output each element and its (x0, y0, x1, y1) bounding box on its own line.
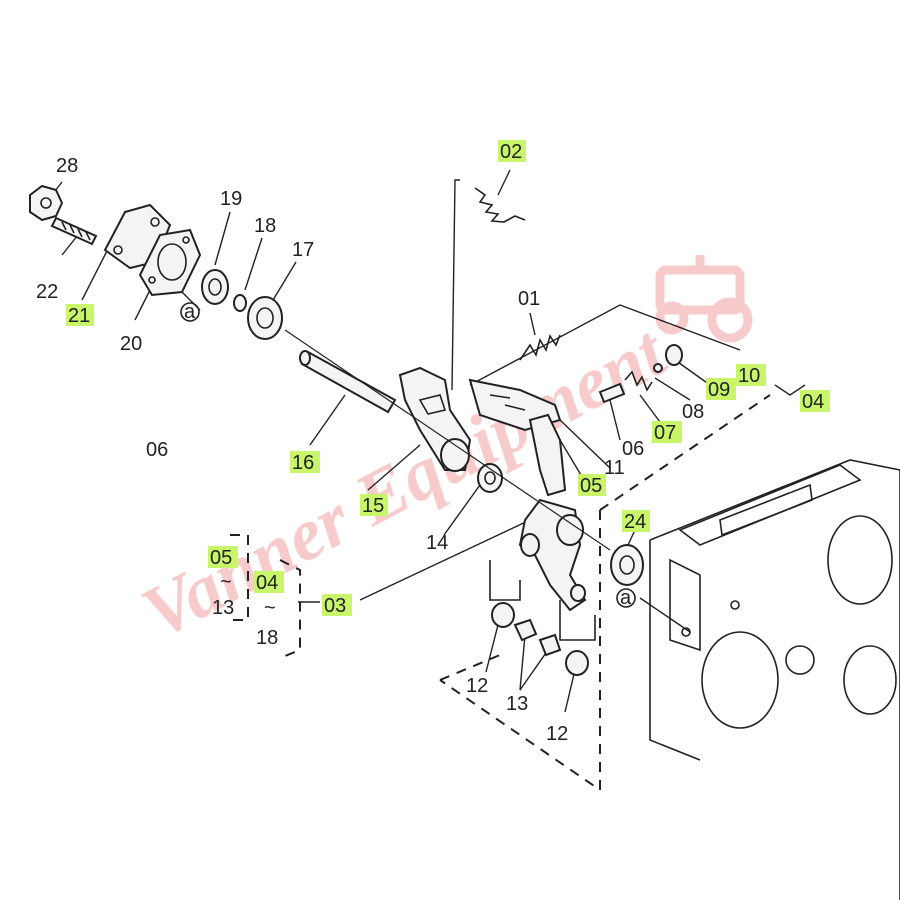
reference-a-bottom-label: a (620, 587, 632, 609)
part-02-spring[interactable] (474, 187, 526, 223)
label-12-top: 12 (466, 675, 488, 697)
label-06-right: 06 (622, 438, 644, 460)
part-16-shaft[interactable] (299, 350, 397, 414)
part-22-stud[interactable] (50, 216, 98, 246)
part-08-ball[interactable] (653, 363, 663, 373)
label-20: 20 (120, 333, 142, 355)
part-20-gasket[interactable] (138, 228, 202, 297)
reference-a-bottom: a (616, 587, 636, 609)
label-05: 05 (580, 475, 602, 497)
part-17-ball-bearing[interactable] (247, 296, 283, 340)
dashed-box-right (599, 394, 771, 511)
label-13: 13 (506, 693, 528, 715)
part-13-pin-bottom[interactable] (538, 633, 562, 657)
part-07-spring[interactable] (624, 370, 653, 392)
label-07: 07 (654, 422, 676, 444)
part-14-washer[interactable] (477, 463, 503, 493)
label-16: 16 (292, 452, 314, 474)
label-24: 24 (624, 511, 646, 533)
part-24-bearing[interactable] (610, 544, 644, 586)
label-15: 15 (362, 495, 384, 517)
label-02: 02 (500, 141, 522, 163)
group-tilde-2: ~ (264, 597, 276, 619)
label-14: 14 (426, 532, 448, 554)
label-06-left: 06 (146, 439, 168, 461)
label-03: 03 (324, 595, 346, 617)
label-10: 10 (738, 365, 760, 387)
group-label-04: 04 (256, 572, 278, 594)
tractor-logo-icon (655, 255, 753, 343)
label-01: 01 (518, 288, 540, 310)
part-12-slider-top[interactable] (491, 602, 515, 628)
fork-slider-outline (489, 560, 596, 641)
label-17: 17 (292, 239, 314, 261)
part-05-fork-lever[interactable] (518, 498, 587, 612)
governor-linkage[interactable] (468, 378, 567, 497)
reference-a-top-label: a (184, 301, 196, 323)
label-19: 19 (220, 188, 242, 210)
dashed-box-bottom (439, 510, 601, 792)
label-08: 08 (682, 401, 704, 423)
group-tilde-1: ~ (220, 571, 232, 593)
label-22: 22 (36, 281, 58, 303)
label-12-bottom: 12 (546, 723, 568, 745)
label-18: 18 (254, 215, 276, 237)
part-06-pin[interactable] (598, 382, 626, 404)
reference-a-top: a (180, 301, 200, 323)
label-highlights (66, 140, 830, 616)
engine-block (649, 459, 900, 900)
group-label-18: 18 (256, 627, 278, 649)
part-09-plug[interactable] (665, 344, 683, 366)
part-01-spring[interactable] (519, 334, 561, 361)
part-28-knob[interactable] (29, 184, 64, 222)
shaft-axis (284, 329, 611, 551)
label-28: 28 (56, 155, 78, 177)
part-15-lever[interactable] (398, 366, 472, 472)
label-21: 21 (68, 305, 90, 327)
leader-lines (47, 169, 806, 713)
group-label-13: 13 (212, 597, 234, 619)
part-13-pin-top[interactable] (513, 618, 538, 642)
part-19-bearing[interactable] (201, 269, 229, 305)
part-12-slider-bottom[interactable] (565, 650, 589, 676)
label-11: 11 (604, 457, 625, 479)
group-label-05: 05 (210, 547, 232, 569)
label-09: 09 (708, 379, 730, 401)
dashed-bracket-left (230, 534, 301, 659)
label-04: 04 (802, 391, 824, 413)
part-18-o-ring[interactable] (233, 294, 247, 312)
